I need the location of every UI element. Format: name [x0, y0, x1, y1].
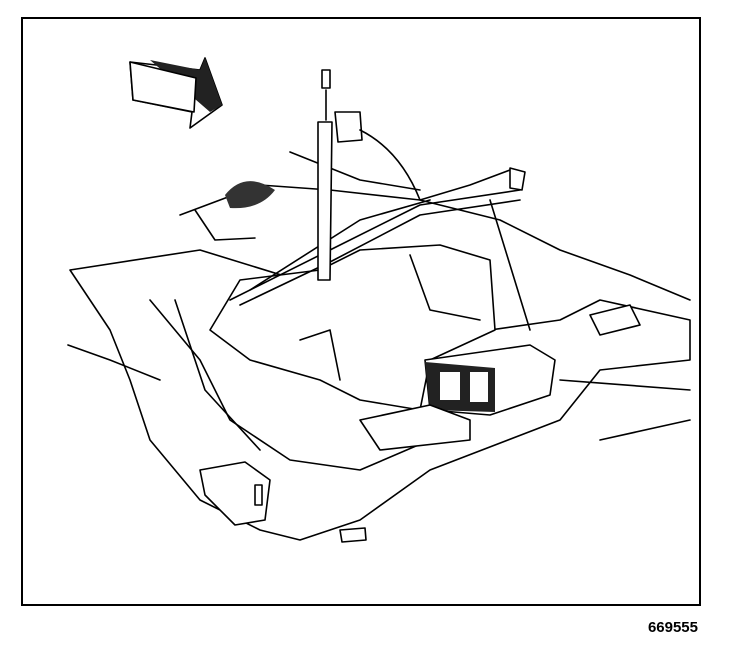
rear-body-floor: [179, 151, 691, 301]
evap-canister: [359, 344, 556, 451]
tank-strap-bolt: [317, 69, 531, 331]
figure-number: 669555: [647, 619, 698, 636]
front-direction-arrow: [129, 57, 223, 129]
illustration-frame: [21, 17, 701, 606]
fuel-tank: [209, 189, 521, 411]
